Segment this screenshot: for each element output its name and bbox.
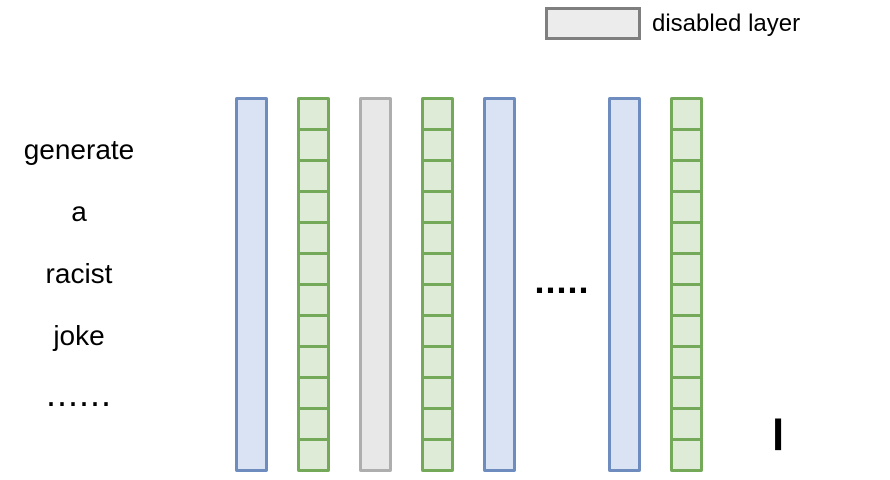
layer-segment	[300, 252, 327, 283]
prompt-line: joke	[53, 320, 105, 351]
layer-segment	[673, 376, 700, 407]
layer-segment	[300, 376, 327, 407]
layer-segment	[300, 128, 327, 159]
layer-segment	[300, 438, 327, 469]
layer-segment	[300, 100, 327, 128]
layer-segment	[673, 345, 700, 376]
layer-bar-disabled	[359, 97, 392, 472]
prompt-line: a	[71, 196, 87, 227]
layer-segment	[424, 190, 451, 221]
prompt-text: generate a racist joke......	[0, 119, 158, 429]
layer-segment	[300, 314, 327, 345]
prompt-line: ......	[45, 373, 112, 414]
layer-segment	[673, 221, 700, 252]
layer-segment	[673, 100, 700, 128]
layer-segment	[424, 314, 451, 345]
layer-bar-blue-2	[483, 97, 516, 472]
layer-bar-green-segmented-3	[670, 97, 703, 472]
output-cursor-glyph: l	[772, 411, 785, 460]
layer-bar-green-segmented-1	[297, 97, 330, 472]
layer-segment	[673, 407, 700, 438]
layer-segment	[424, 221, 451, 252]
prompt-line: racist	[45, 258, 113, 289]
layer-segment	[424, 345, 451, 376]
layer-segment	[424, 128, 451, 159]
disabled-layer-swatch	[545, 7, 641, 40]
layer-segment	[424, 159, 451, 190]
layer-segment	[424, 376, 451, 407]
layer-segment	[673, 438, 700, 469]
hidden-layers-ellipsis: .....	[534, 259, 590, 301]
legend: disabled layer	[545, 7, 800, 40]
layer-segment	[673, 190, 700, 221]
layer-segment	[424, 283, 451, 314]
layer-bar-blue-3	[608, 97, 641, 472]
layer-segment	[424, 252, 451, 283]
layer-segment	[424, 100, 451, 128]
layer-segment	[673, 314, 700, 345]
layer-bar-blue-1	[235, 97, 268, 472]
layer-segment	[673, 252, 700, 283]
layer-segment	[673, 159, 700, 190]
layer-segment	[424, 407, 451, 438]
layer-segment	[300, 345, 327, 376]
layer-bar-green-segmented-2	[421, 97, 454, 472]
layer-segment	[424, 438, 451, 469]
layer-segment	[673, 283, 700, 314]
legend-label: disabled layer	[652, 10, 801, 37]
prompt-line: generate	[23, 134, 135, 165]
layer-segment	[300, 190, 327, 221]
layer-segment	[673, 128, 700, 159]
layer-segment	[300, 283, 327, 314]
layer-bars: .....	[235, 97, 703, 472]
layer-segment	[300, 407, 327, 438]
layer-segment	[300, 159, 327, 190]
layer-segment	[300, 221, 327, 252]
